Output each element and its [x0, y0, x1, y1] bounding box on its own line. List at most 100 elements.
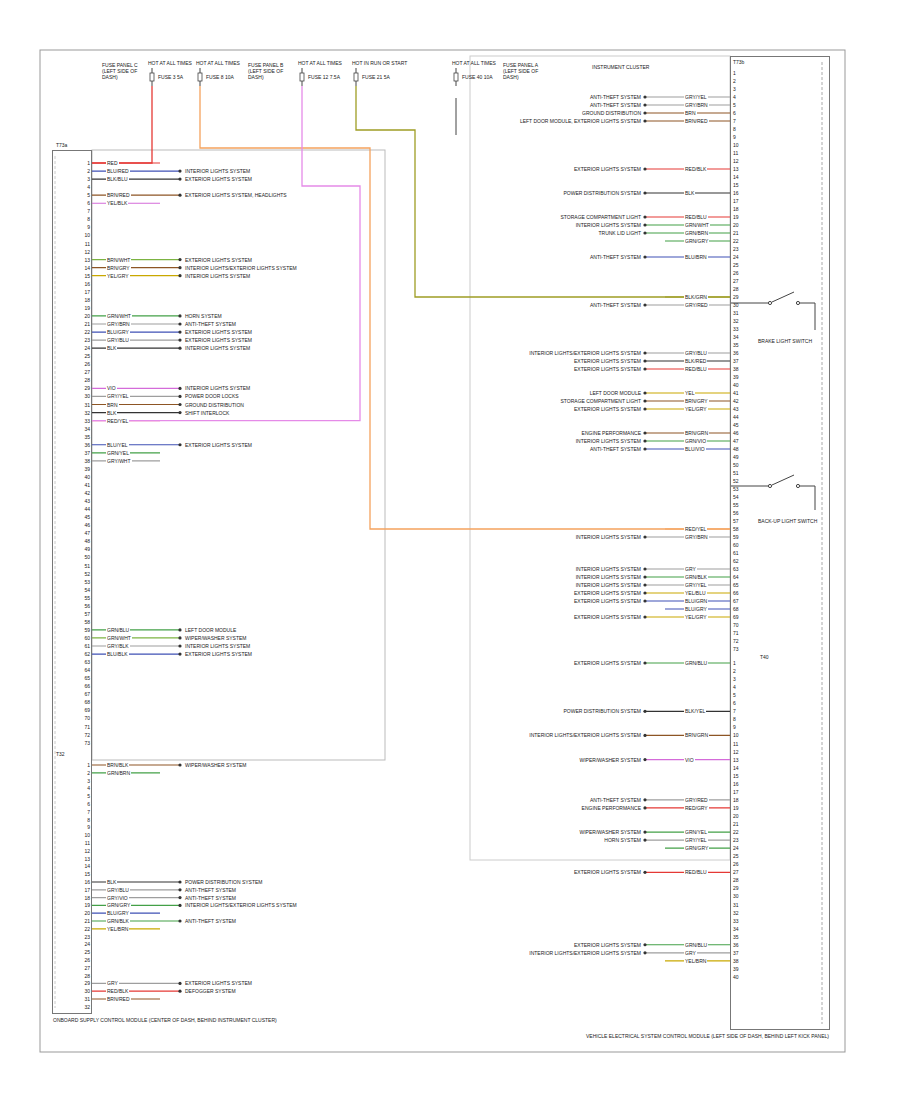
- splice-dot: [643, 615, 646, 618]
- pin-number: 66: [84, 683, 90, 689]
- fuse-symbol: [452, 68, 460, 86]
- splice-dot: [643, 447, 646, 450]
- wire-color: BLU/BRN: [684, 254, 708, 260]
- pin-number: 59: [733, 534, 739, 540]
- fuse-heading: HOT AT ALL TIMES: [196, 60, 240, 66]
- fuse-block: HOT AT ALL TIMESFUSE 3 5A: [148, 60, 192, 86]
- pin-number: 15: [84, 871, 90, 877]
- splice-dot: [643, 223, 646, 226]
- circuit-destination: EXTERIOR LIGHTS SYSTEM: [574, 406, 641, 412]
- pin-number: 67: [84, 691, 90, 697]
- circuit-destination: INTERIOR LIGHTS SYSTEM: [185, 643, 250, 649]
- circuit-destination: INTERIOR LIGHTS SYSTEM: [576, 534, 641, 540]
- wire-color: GRN/YEL: [106, 450, 130, 456]
- splice-dot: [178, 880, 181, 883]
- pin-number: 2: [87, 770, 90, 776]
- pin-number: 45: [733, 422, 739, 428]
- pin-number: 71: [84, 724, 90, 730]
- switch-symbol: [730, 292, 815, 330]
- pin-number: 21: [733, 230, 739, 236]
- pin-number: 7: [733, 118, 736, 124]
- wire-color: BLK/YEL: [684, 708, 706, 714]
- circuit-destination: EXTERIOR LIGHTS SYSTEM: [574, 590, 641, 596]
- pin-number: 4: [733, 684, 736, 690]
- wire-color: GRY/BLU: [106, 887, 130, 893]
- wire-color: BRN: [106, 402, 119, 408]
- fuse-symbol: [298, 68, 306, 86]
- circuit-destination: ANTI-THEFT SYSTEM: [590, 797, 641, 803]
- splice-dot: [178, 330, 181, 333]
- pin-number: 57: [733, 518, 739, 524]
- pin-number: 13: [84, 257, 90, 263]
- pin-number: 24: [84, 941, 90, 947]
- pin-number: 52: [733, 478, 739, 484]
- pin-number: 3: [87, 778, 90, 784]
- pin-number: 40: [733, 974, 739, 980]
- splice-dot: [178, 990, 181, 993]
- pin-number: 14: [733, 765, 739, 771]
- wire-color: GRN/GRY: [684, 845, 709, 851]
- splice-dot: [178, 395, 181, 398]
- splice-dot: [643, 734, 646, 737]
- wire-color: GRY: [684, 950, 697, 956]
- pin-number: 51: [733, 470, 739, 476]
- circuit-destination: EXTERIOR LIGHTS SYSTEM: [574, 598, 641, 604]
- splice-dot: [178, 443, 181, 446]
- pin-number: 19: [84, 305, 90, 311]
- pin-number: 21: [733, 821, 739, 827]
- circuit-destination: INTERIOR LIGHTS SYSTEM: [185, 273, 250, 279]
- fuse-row: FUSE 8 10A: [196, 68, 240, 86]
- fuse-row: FUSE 3 5A: [148, 68, 192, 86]
- pin-number: 3: [733, 86, 736, 92]
- fuse-heading: HOT AT ALL TIMES: [298, 60, 344, 66]
- circuit-destination: TRUNK LID LIGHT: [598, 230, 641, 236]
- fuse-body: [354, 73, 358, 81]
- wire-connector: [200, 86, 730, 529]
- splice-dot: [643, 359, 646, 362]
- pin-number: 19: [84, 902, 90, 908]
- pin-number: 23: [84, 337, 90, 343]
- splice-dot: [643, 167, 646, 170]
- pin-number: 4: [733, 94, 736, 100]
- wire-color: BRN/GRY: [684, 398, 709, 404]
- wire-color: BRN/WHT: [106, 257, 131, 263]
- wire-color: BLK: [106, 345, 117, 351]
- splice-dot: [178, 919, 181, 922]
- pin-number: 15: [733, 773, 739, 779]
- pin-number: 44: [733, 414, 739, 420]
- splice-dot: [643, 431, 646, 434]
- pin-number: 12: [733, 158, 739, 164]
- splice-dot: [643, 599, 646, 602]
- fuse-block: HOT AT ALL TIMESFUSE 12 7.5A: [298, 60, 344, 86]
- pin-number: 21: [84, 321, 90, 327]
- wire-color: GRY/YEL: [684, 94, 708, 100]
- splice-dot: [178, 628, 181, 631]
- pin-number: 29: [84, 385, 90, 391]
- pin-number: 15: [84, 273, 90, 279]
- wire-stub: [456, 98, 457, 135]
- pin-number: 66: [733, 590, 739, 596]
- fuse-body: [198, 73, 202, 81]
- pin-number: 56: [84, 603, 90, 609]
- splice-dot: [643, 303, 646, 306]
- connector-name: T40: [760, 654, 769, 660]
- pin-number: 56: [733, 510, 739, 516]
- pin-number: 17: [733, 789, 739, 795]
- wire-color: BRN/RED: [106, 996, 131, 1002]
- circuit-destination: POWER DISTRIBUTION SYSTEM: [563, 708, 641, 714]
- pin-number: 13: [733, 757, 739, 763]
- splice-dot: [643, 806, 646, 809]
- circuit-destination: EXTERIOR LIGHTS SYSTEM: [185, 257, 252, 263]
- pin-number: 61: [733, 550, 739, 556]
- pin-number: 36: [733, 942, 739, 948]
- pin-number: 72: [84, 732, 90, 738]
- fuse-block: HOT AT ALL TIMES FUSE 8 10A: [196, 60, 240, 86]
- pin-number: 8: [87, 817, 90, 823]
- pin-number: 65: [84, 675, 90, 681]
- splice-dot: [643, 575, 646, 578]
- splice-dot: [178, 652, 181, 655]
- wire-color: RED/BLK: [106, 988, 129, 994]
- pin-number: 53: [733, 486, 739, 492]
- pin-number: 38: [733, 958, 739, 964]
